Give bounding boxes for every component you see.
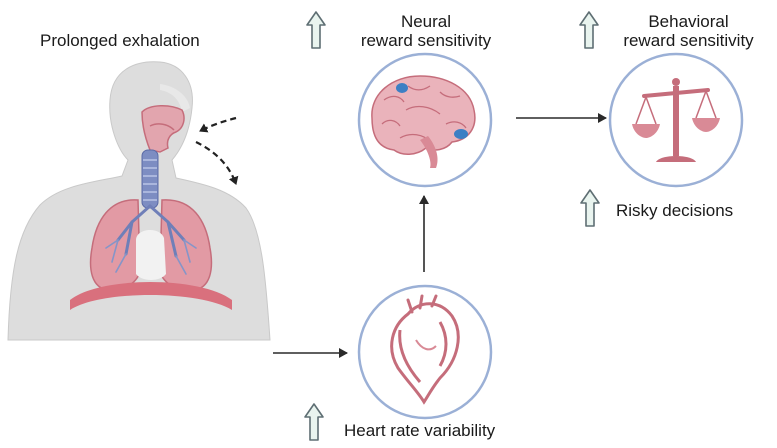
up-arrow-icon <box>579 11 599 49</box>
up-arrow-icon <box>304 403 324 441</box>
label-behavioral-line1: Behavioral <box>648 12 729 31</box>
respiratory-body-icon <box>7 61 271 341</box>
label-risky-decisions: Risky decisions <box>616 201 734 220</box>
label-behavioral-reward-sensitivity: Behavioral reward sensitivity <box>600 12 777 50</box>
label-prolonged-exhalation: Prolonged exhalation <box>40 31 200 50</box>
label-neural-reward-sensitivity: Neural reward sensitivity <box>336 12 516 50</box>
label-neural-line1: Neural <box>400 12 452 31</box>
balance-scale-icon <box>608 52 744 188</box>
label-behavioral-line2: reward sensitivity <box>623 31 754 50</box>
exhalation-dashed-arrows <box>195 116 239 185</box>
brain-icon <box>357 52 493 188</box>
up-arrow-icon <box>580 189 600 227</box>
up-arrow-icon <box>306 11 326 49</box>
heart-icon <box>357 284 493 420</box>
label-neural-line2: reward sensitivity <box>360 31 492 50</box>
label-heart-rate-variability: Heart rate variability <box>344 421 496 440</box>
